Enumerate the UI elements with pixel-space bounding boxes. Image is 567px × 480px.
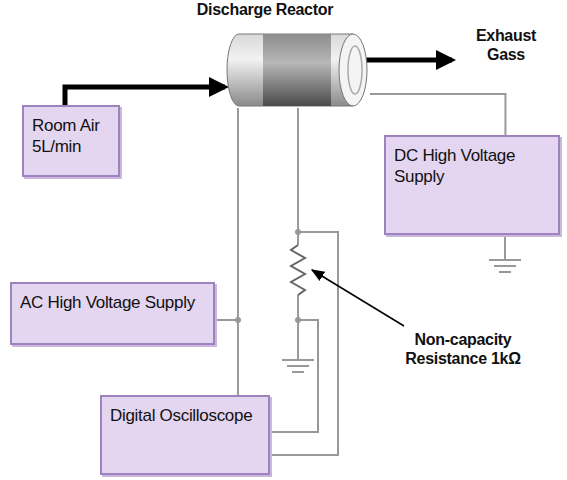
equipment-box: AC High Voltage Supply — [10, 282, 215, 345]
equipment-box: Digital Oscilloscope — [100, 395, 270, 475]
reactor-drawing — [225, 32, 370, 108]
junction-dot — [295, 317, 301, 323]
reactor-body — [227, 34, 353, 106]
measurement-wires — [270, 108, 338, 455]
equipment-box: DC High Voltage Supply — [384, 135, 560, 235]
ground-bars — [489, 260, 521, 272]
reactor-title: Discharge Reactor — [165, 1, 365, 19]
box-label: AC High Voltage Supply — [20, 292, 195, 313]
electrode-band — [263, 34, 331, 106]
resistor-symbol — [291, 245, 305, 295]
wire — [297, 108, 299, 245]
ground-bars — [282, 360, 314, 372]
box-label: Digital Oscilloscope — [110, 405, 252, 426]
junction-dot — [295, 229, 301, 235]
ground-symbol — [489, 235, 521, 272]
component-label: Non-capacity Resistance 1kΩ — [398, 330, 528, 368]
flow-label: Exhaust Gass — [458, 26, 554, 64]
box-label: Room Air 5L/min — [32, 115, 110, 158]
wire — [297, 295, 299, 360]
wire — [270, 232, 338, 455]
wire — [215, 320, 238, 395]
leader-arrow — [312, 270, 404, 326]
wire — [270, 320, 318, 432]
reactor-inner — [348, 46, 362, 94]
reactor-cylinder: Discharge Reactor — [225, 32, 370, 108]
ground-wire — [504, 235, 506, 260]
wire — [370, 94, 505, 135]
wire — [215, 108, 238, 320]
equipment-box: Room Air 5L/min — [22, 105, 120, 177]
air-flow-arrow — [65, 87, 225, 105]
box-label: DC High Voltage Supply — [394, 145, 550, 188]
reactor-end — [339, 34, 367, 106]
